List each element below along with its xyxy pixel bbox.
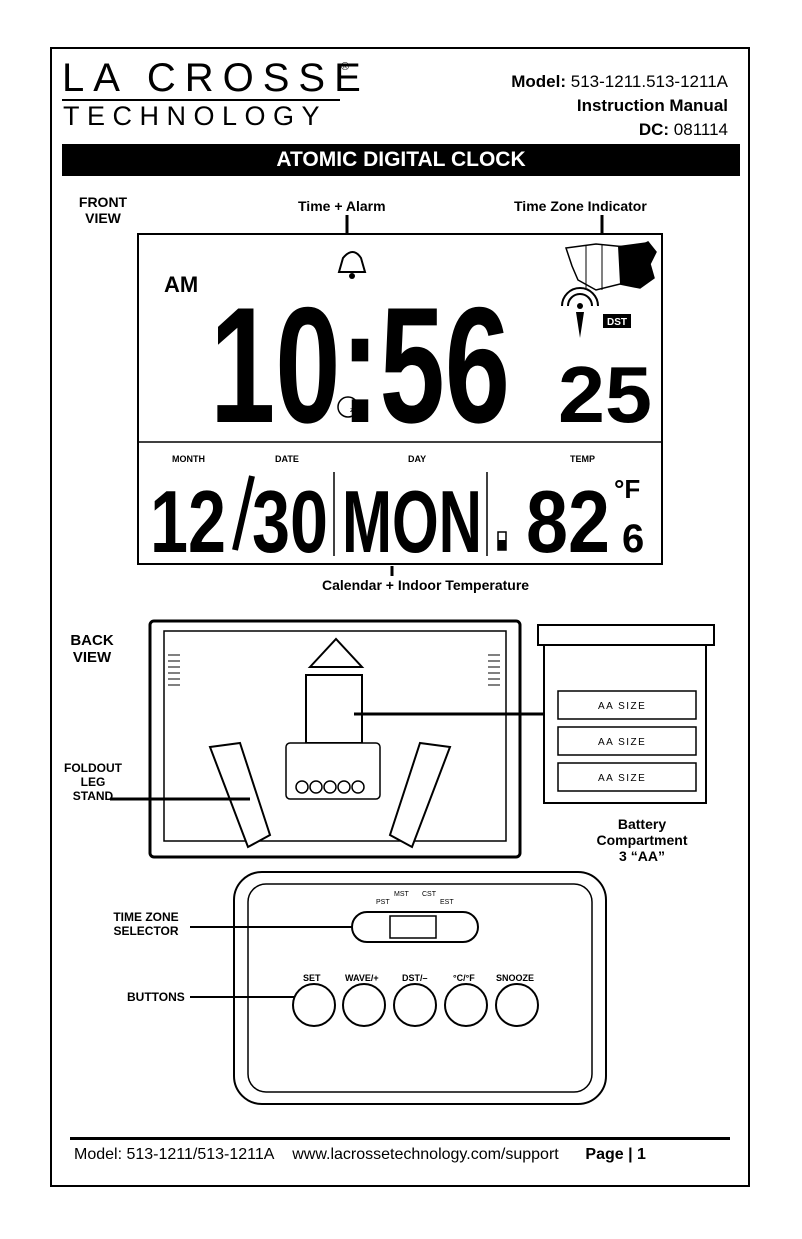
calendar-temp-caption: Calendar + Indoor Temperature [322,577,530,593]
month-label: MONTH [172,454,205,464]
logo-registered-mark: ® [341,61,350,73]
logo-brand-name: LA CROSSE [62,56,370,100]
battery-slot: AA SIZE [557,690,697,720]
dst-button [393,983,437,1027]
svg-text:CST: CST [422,891,437,898]
svg-text:AA SIZE: AA SIZE [598,701,646,712]
snooze-button [495,983,539,1027]
time-digits: 10:56 [210,273,510,457]
snooze-button-label: SNOOZE [496,973,534,983]
battery-slot: AA SIZE [557,726,697,756]
temp-decimal: 6 [622,517,644,561]
button-panel-drawing: PST MST CST EST SET WAVE/+ DST/– °C/°F S… [190,871,607,1105]
seconds-digits: 25 [558,350,652,439]
dst-badge [603,314,631,328]
footer-model: Model: 513-1211/513-1211A [74,1146,275,1163]
set-button [292,983,336,1027]
page-number: Page | 1 [585,1146,646,1163]
svg-text:MST: MST [394,891,410,898]
us-map-icon [565,241,657,291]
alarm-bell-icon [337,251,367,279]
radio-signal-icon [561,287,599,338]
temp-digits: 82 [526,472,610,571]
front-view-display: AM 10:56 zzz DST 25 MONTH DATE DAY TEMP … [137,215,663,576]
manual-title: Instruction Manual [576,96,728,115]
back-view-drawing: AA SIZE AA SIZE AA SIZE [110,619,715,859]
day-label: DAY [408,454,426,464]
page-border [50,47,750,1187]
page-title: ATOMIC DIGITAL CLOCK [62,144,740,176]
month-digits: 12 [150,472,226,571]
footer-rule [70,1137,730,1140]
model-line: Model: 513-1211.513-1211A [511,72,728,91]
dst-text: DST [607,317,627,328]
dc-line: DC: 081114 [638,120,728,139]
svg-text:AA SIZE: AA SIZE [598,773,646,784]
logo-subtitle: TECHNOLOGY [63,101,328,131]
wave-button [342,983,386,1027]
unit-button-label: °C/°F [453,973,475,983]
am-indicator: AM [164,272,198,297]
unit-button [444,983,488,1027]
battery-compartment [543,644,707,804]
battery-slot: AA SIZE [557,762,697,792]
svg-text:PST: PST [376,899,390,906]
wave-button-label: WAVE/+ [345,973,379,983]
temp-unit: °F [614,474,640,504]
logo-rule [62,99,340,101]
date-digits: 30 [252,472,328,571]
svg-text:zzz: zzz [350,407,361,414]
svg-text:EST: EST [440,899,454,906]
day-text: MON [342,472,482,571]
snooze-icon: zzz [337,396,361,418]
time-zone-slider [351,911,479,943]
dst-button-label: DST/– [402,973,428,983]
date-label: DATE [275,454,299,464]
hanging-hole [307,637,365,668]
battery-door [305,674,363,744]
left-leg-stand [208,741,272,849]
back-button-panel [285,742,381,800]
set-button-label: SET [303,973,321,983]
footer-url[interactable]: www.lacrossetechnology.com/support [292,1146,559,1163]
right-leg-stand [388,741,452,849]
temp-label: TEMP [570,454,595,464]
buttons-label: BUTTONS [127,990,185,1004]
time-alarm-label: Time + Alarm [298,198,386,214]
footer: Model: 513-1211/513-1211A www.lacrossete… [74,1146,646,1164]
svg-text:AA SIZE: AA SIZE [598,737,646,748]
time-zone-indicator-label: Time Zone Indicator [514,198,647,214]
